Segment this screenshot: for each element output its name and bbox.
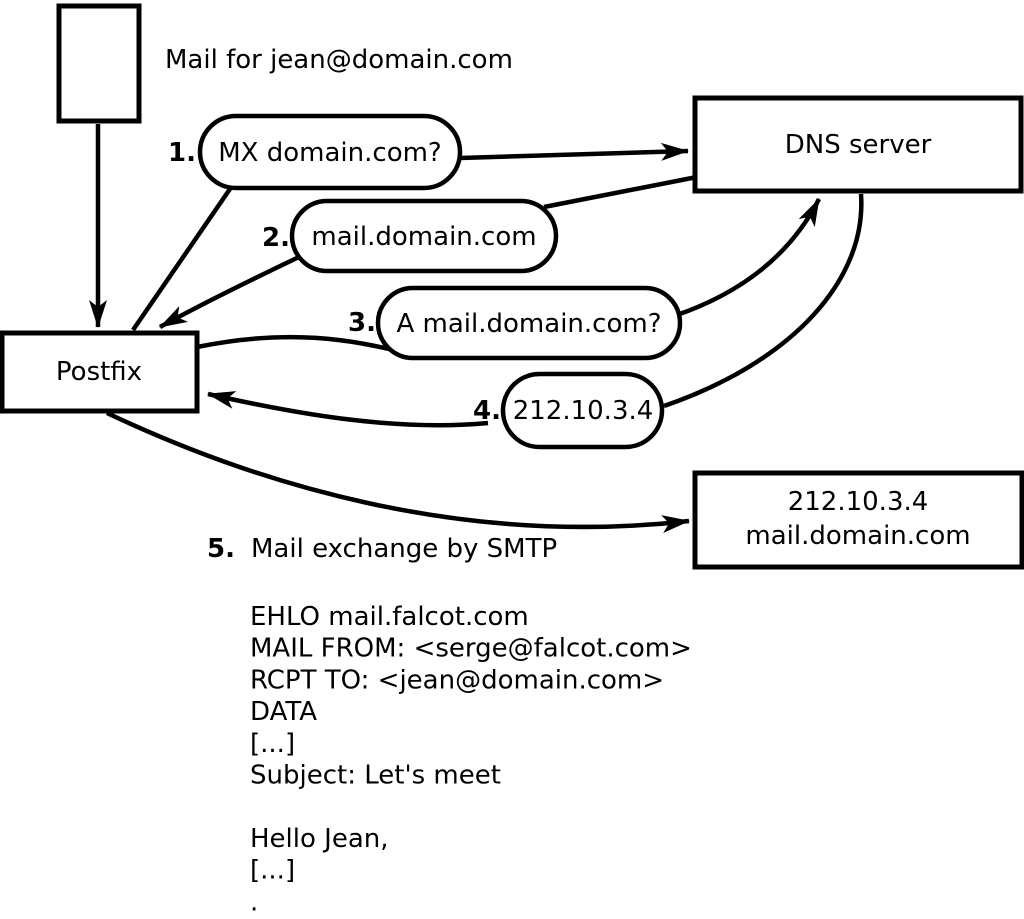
arrow-reply2-to-postfix: [158, 254, 300, 329]
mail-server-label-host: mail.domain.com: [745, 521, 970, 551]
smtp-session-transcript: EHLO mail.falcot.com MAIL FROM: <serge@f…: [250, 602, 692, 917]
smtp-line-rcpt-to: RCPT TO: <jean@domain.com>: [250, 665, 664, 695]
link-dns-to-reply2: [543, 174, 698, 210]
smtp-line-ehlo: EHLO mail.falcot.com: [250, 602, 529, 632]
smtp-line-subject: Subject: Let's meet: [250, 761, 501, 791]
mail-server-label-ip: 212.10.3.4: [788, 487, 929, 517]
step-number-5: 5.: [207, 534, 235, 564]
link-postfix-to-query3: [196, 334, 403, 355]
arrow-query3-to-dns: [673, 197, 822, 319]
link-postfix-to-query1: [131, 184, 234, 332]
step-number-1: 1.: [168, 138, 196, 168]
smtp-line-data: DATA: [250, 697, 317, 727]
smtp-line-ellipsis-1: [...]: [250, 729, 295, 759]
smtp-line-mail-from: MAIL FROM: <serge@falcot.com>: [250, 634, 692, 664]
dns-server-box: [692, 95, 1024, 194]
arrow-reply4-to-postfix: [207, 391, 489, 428]
pill-reply-a-label: 212.10.3.4: [513, 396, 654, 426]
step-5-label: Mail exchange by SMTP: [251, 534, 557, 564]
smtp-line-ellipsis-2: [...]: [250, 856, 295, 886]
pill-query-mx-label: MX domain.com?: [218, 138, 441, 168]
postfix-label: Postfix: [56, 357, 142, 387]
pill-reply-mx: [289, 198, 559, 274]
mail-for-label: Mail for jean@domain.com: [165, 45, 513, 75]
smtp-line-end-dot: .: [250, 887, 258, 917]
arrow-query1-to-dns: [459, 142, 689, 161]
pill-query-a: [375, 285, 683, 361]
mail-message-box: [56, 3, 142, 124]
link-dns-to-reply4: [663, 193, 864, 409]
pill-reply-mx-label: mail.domain.com: [311, 222, 536, 252]
mail-server-box: [692, 470, 1024, 570]
dns-server-label: DNS server: [785, 130, 932, 160]
arrow-postfix-to-mailserver: [106, 410, 690, 533]
step-number-2: 2.: [262, 223, 290, 253]
postfix-box: [0, 330, 200, 414]
smtp-line-hello: Hello Jean,: [250, 824, 389, 854]
pill-query-a-label: A mail.domain.com?: [397, 309, 662, 339]
step-number-3: 3.: [348, 308, 376, 338]
pill-query-mx: [197, 113, 463, 191]
pill-reply-a: [500, 371, 665, 450]
step-number-4: 4.: [473, 396, 501, 426]
